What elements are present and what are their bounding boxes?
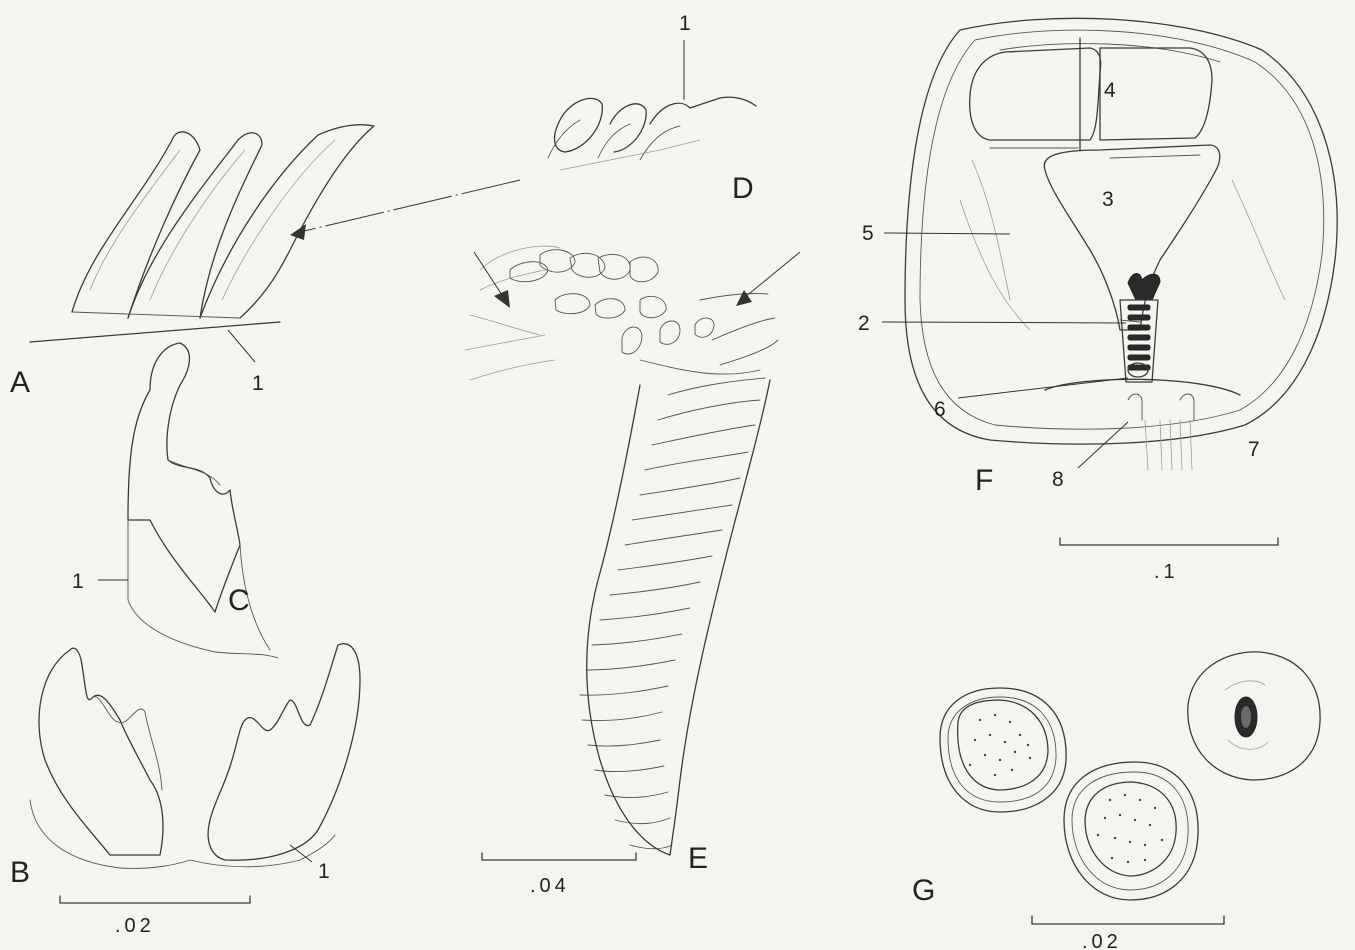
figure-f-radula-bars <box>1128 305 1150 370</box>
figure-g-capsule-middle <box>1064 762 1198 900</box>
figure-g-scale-label: .02 <box>1082 931 1122 950</box>
figure-b-hooks <box>30 644 360 869</box>
figure-a-callout-1: 1 <box>252 372 264 395</box>
figure-e-arrow-right <box>736 252 800 306</box>
figure-f-callout-3: 3 <box>1102 188 1114 211</box>
figure-b-label: B <box>10 856 30 889</box>
figure-e-label: E <box>688 842 708 875</box>
figure-f-callout-2: 2 <box>858 312 870 335</box>
figure-d-teeth <box>548 97 756 170</box>
figure-f-callout-5: 5 <box>862 222 874 245</box>
figure-b-scale-label: .02 <box>115 915 155 937</box>
figure-c-label: C <box>228 584 250 617</box>
figure-f-callout-6-line <box>958 378 1128 398</box>
figure-g-capsule-right <box>1188 652 1320 780</box>
figure-a-teeth <box>30 125 374 342</box>
figure-g-capsule-left <box>940 688 1066 812</box>
figure-g-label: G <box>912 874 935 907</box>
figure-f-callout-8: 8 <box>1052 468 1064 491</box>
figure-f-callout-5-line <box>884 233 1010 234</box>
figure-a-callout-line <box>228 330 255 362</box>
figure-f-label: F <box>975 464 993 497</box>
figure-f-callout-2-line <box>882 322 1126 323</box>
figure-f-cross-section <box>905 18 1337 470</box>
figure-e-radula <box>465 246 778 855</box>
figure-f-callout-6: 6 <box>934 398 946 421</box>
figure-a-label: A <box>10 366 30 399</box>
figure-d-callout-1: 1 <box>679 12 691 35</box>
d-to-a-arrow <box>290 180 520 240</box>
figure-c-callout-1: 1 <box>72 570 84 593</box>
figure-f-scale-bar <box>1060 538 1278 545</box>
figure-f-callout-7: 7 <box>1248 438 1260 461</box>
figure-b-callout-1: 1 <box>318 860 330 883</box>
figure-f-callout-4: 4 <box>1104 79 1116 102</box>
figure-b-scale-bar <box>60 896 250 903</box>
figure-d-label: D <box>732 172 754 205</box>
figure-g-scale-bar <box>1032 916 1224 924</box>
figure-e-scale-bar <box>482 853 636 860</box>
figure-f-scale-label: .1 <box>1154 561 1179 583</box>
figure-e-scale-label: .04 <box>530 875 570 897</box>
